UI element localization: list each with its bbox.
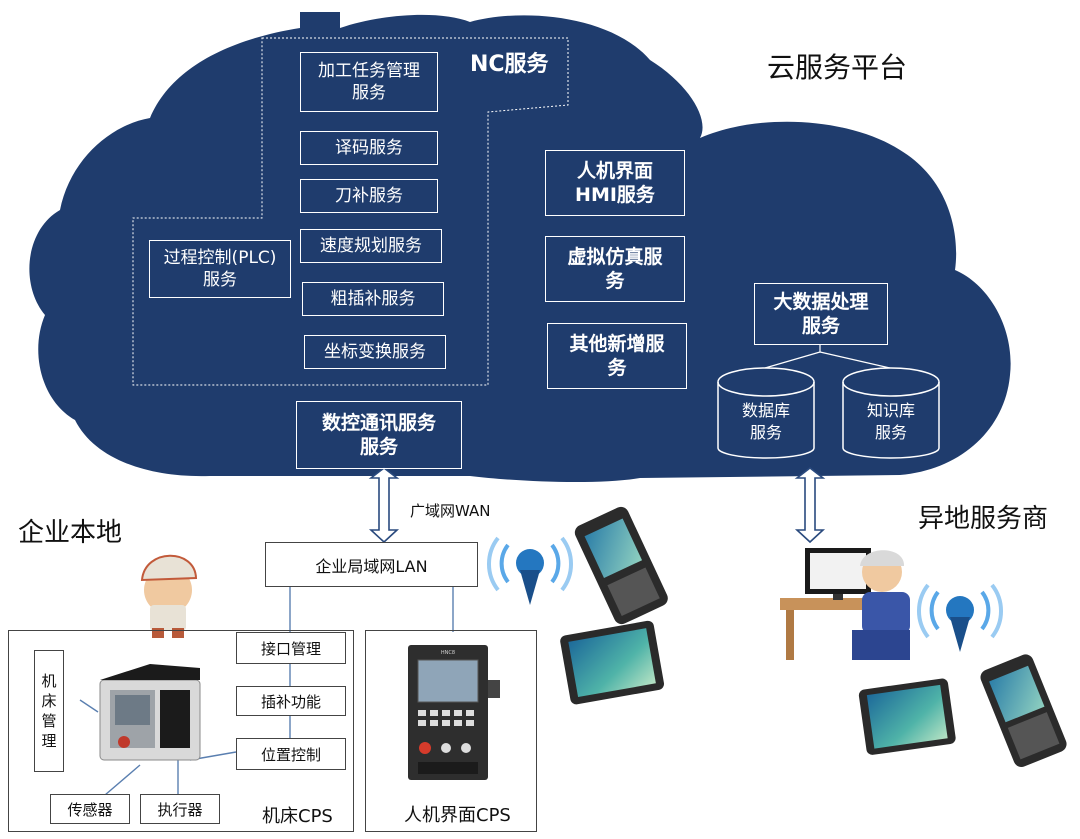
hmi-cps-panel [365, 630, 537, 832]
remote-engineer-image [780, 548, 910, 660]
remote-double-arrow [794, 466, 826, 544]
knowledge-base-cylinder [842, 367, 940, 459]
cloud-platform-label: 云服务平台 [767, 51, 908, 84]
lan-connectors [79, 587, 454, 796]
mobile-phone-image [574, 506, 668, 625]
actuator-box: 执行器 [140, 794, 220, 824]
lan-box: 企业局域网LAN [265, 542, 478, 587]
position-control-box: 位置控制 [236, 738, 346, 770]
wan-label: 广域网WAN [410, 502, 491, 520]
task-management-service-box: 加工任务管理 服务 [300, 52, 438, 112]
machine-cps-label: 机床CPS [262, 806, 333, 827]
decode-service-box: 译码服务 [300, 131, 438, 165]
enterprise-local-label: 企业本地 [18, 518, 123, 548]
tool-compensation-service-box: 刀补服务 [300, 179, 438, 213]
nc-service-group-label: NC服务 [470, 52, 549, 77]
speed-planning-service-box: 速度规划服务 [300, 229, 442, 263]
wan-double-arrow [368, 466, 400, 544]
sensor-box: 传感器 [50, 794, 130, 824]
database-cylinder [717, 367, 815, 459]
rough-interpolation-service-box: 粗插补服务 [302, 282, 444, 316]
wifi-signal-icon [487, 536, 573, 605]
cnc-machine-image [99, 664, 201, 761]
coordinate-transform-service-box: 坐标变换服务 [304, 335, 446, 369]
remote-phone-image [980, 654, 1067, 768]
wifi-signal-icon-remote [917, 583, 1003, 652]
big-data-processing-service-box: 大数据处理 服务 [754, 283, 888, 345]
remote-tablet-image [858, 678, 956, 755]
cloud-shape [29, 12, 1011, 483]
nc-communication-service-box: 数控通讯服务 服务 [296, 401, 462, 469]
database-service-label: 数据库 服务 [741, 401, 790, 442]
machine-cps-panel [8, 630, 354, 832]
tablet-image [560, 620, 665, 705]
machine-management-box: 机 床 管 理 [34, 650, 64, 772]
hmi-controller-image [408, 645, 500, 780]
virtual-simulation-service-box: 虚拟仿真服 务 [545, 236, 685, 302]
nc-group-outline [132, 37, 569, 386]
interface-management-box: 接口管理 [236, 632, 346, 664]
hmi-service-box: 人机界面 HMI服务 [545, 150, 685, 216]
worker-mascot-image [140, 554, 198, 638]
hmi-cps-label: 人机界面CPS [404, 805, 511, 826]
bigdata-branch-lines [764, 345, 891, 369]
interpolation-function-box: 插补功能 [236, 686, 346, 716]
knowledge-base-service-label: 知识库 服务 [866, 401, 915, 442]
plc-process-control-service-box: 过程控制(PLC) 服务 [149, 240, 291, 298]
remote-service-provider-label: 异地服务商 [918, 504, 1049, 534]
hmi-panel-brand: HNC8 [441, 650, 455, 656]
other-new-service-box: 其他新增服 务 [547, 323, 687, 389]
